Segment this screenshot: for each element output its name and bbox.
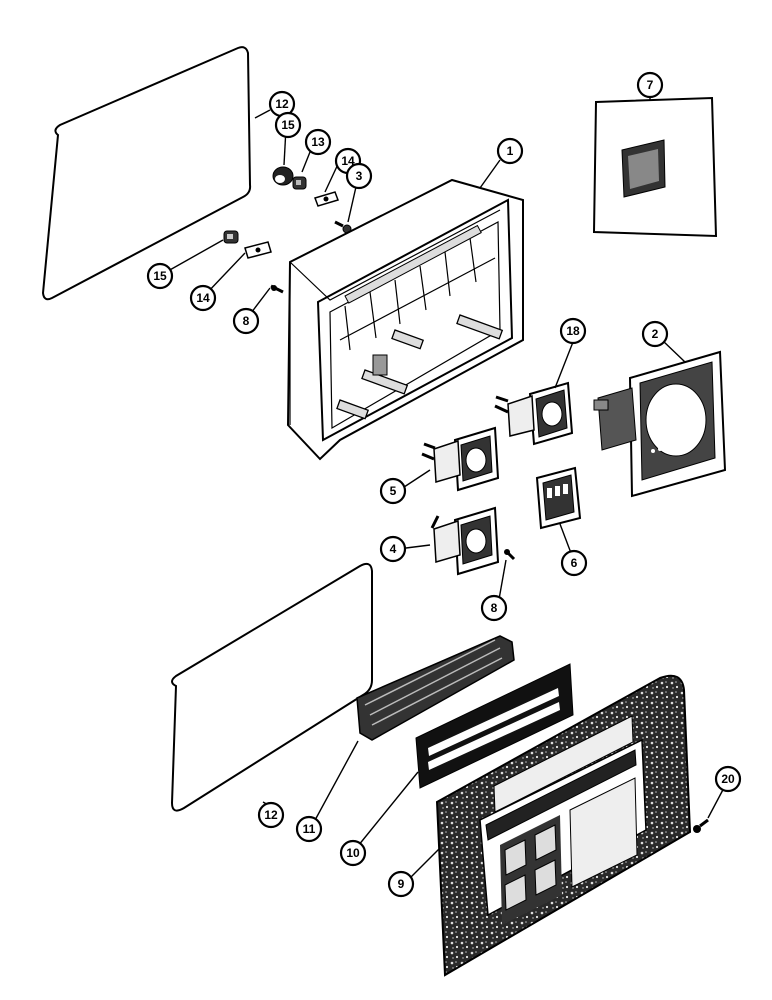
knob-15 (223, 230, 239, 244)
callout-10: 10 (339, 839, 367, 867)
svg-text:8: 8 (491, 601, 498, 615)
knob-13 (292, 176, 307, 190)
bezel-9 (435, 674, 692, 977)
callout-labels: 12 15 13 14 3 1 7 15 14 8 18 2 5 4 6 8 1… (146, 71, 742, 898)
callout-6: 6 (560, 549, 588, 577)
callout-2: 2 (641, 320, 669, 348)
callout-12-top: 12 (268, 90, 296, 118)
callout-12-bottom: 12 (257, 801, 285, 829)
module-2 (593, 350, 727, 498)
bracket-14 (314, 191, 339, 207)
svg-text:20: 20 (721, 772, 735, 786)
housing-1 (286, 178, 524, 461)
svg-text:5: 5 (390, 484, 397, 498)
svg-text:14: 14 (196, 291, 210, 305)
bracket-16 (244, 241, 272, 259)
gauge-4 (430, 506, 500, 576)
svg-text:6: 6 (571, 556, 578, 570)
callout-5: 5 (379, 477, 407, 505)
callout-20: 20 (714, 765, 742, 793)
callout-9: 9 (387, 870, 415, 898)
callout-16: 14 (189, 284, 217, 312)
svg-text:1: 1 (507, 144, 514, 158)
knob-17 (272, 166, 294, 186)
callout-13: 13 (304, 128, 332, 156)
callout-18: 18 (559, 317, 587, 345)
svg-text:10: 10 (346, 846, 360, 860)
screw-8-lower (504, 549, 516, 561)
vent-panel-11 (356, 635, 515, 741)
svg-text:2: 2 (652, 327, 659, 341)
svg-text:12: 12 (264, 808, 278, 822)
gauge-5 (421, 426, 500, 492)
callout-15: 15 (146, 262, 174, 290)
frame-10 (415, 663, 574, 789)
callout-3: 3 (345, 162, 373, 190)
svg-text:3: 3 (356, 169, 363, 183)
callout-17: 15 (274, 111, 302, 139)
svg-text:9: 9 (398, 877, 405, 891)
panel-7-box (592, 96, 718, 238)
gauge-18 (494, 381, 574, 446)
svg-text:18: 18 (566, 324, 580, 338)
screw-8-top (270, 284, 284, 294)
gasket-top (41, 46, 252, 301)
svg-text:13: 13 (311, 135, 325, 149)
svg-text:4: 4 (390, 542, 397, 556)
svg-text:14: 14 (341, 154, 355, 168)
callout-7: 7 (636, 71, 664, 99)
svg-text:11: 11 (303, 822, 316, 836)
svg-text:15: 15 (153, 269, 167, 283)
callout-1: 1 (496, 137, 524, 165)
svg-text:12: 12 (275, 97, 289, 111)
callout-8-top: 8 (232, 307, 260, 335)
svg-text:8: 8 (243, 314, 250, 328)
svg-text:7: 7 (647, 78, 654, 92)
callout-8-lower: 8 (480, 594, 508, 622)
switch-panel-6 (535, 466, 582, 530)
gasket-bottom (170, 562, 373, 812)
callout-11: 11 (295, 815, 323, 843)
svg-text:15: 15 (281, 118, 295, 132)
screw-20 (693, 818, 709, 833)
callout-4: 4 (379, 535, 407, 563)
